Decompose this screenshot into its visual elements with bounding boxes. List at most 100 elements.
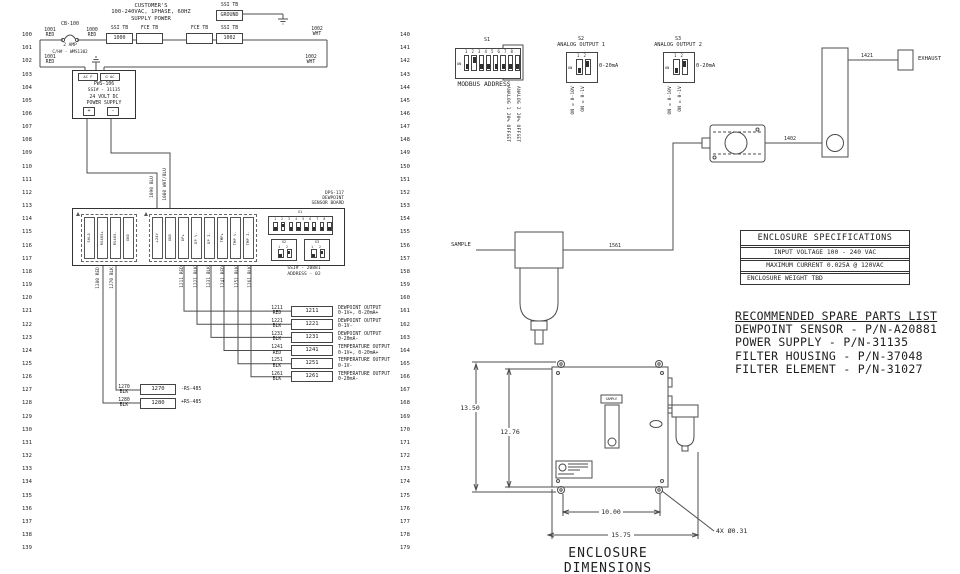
wire-stub-label: 1211 RED bbox=[179, 266, 185, 288]
dip-number: 1 bbox=[577, 53, 580, 58]
dip-switch bbox=[500, 55, 506, 71]
dip-switch bbox=[507, 55, 513, 71]
line-number: 138 bbox=[22, 532, 32, 539]
wire-label-1280-stub: 1280 RED bbox=[95, 267, 100, 289]
dip-number: 5 bbox=[491, 49, 494, 54]
line-number: 130 bbox=[22, 426, 32, 433]
terminal: SHLD bbox=[84, 217, 95, 259]
ps-model: PWS-106 bbox=[93, 82, 115, 87]
rs485-row: 1270 BLK 1270 -RS-485 bbox=[112, 383, 201, 396]
spare-part-item: FILTER HOUSING - P/N-37048 bbox=[735, 348, 923, 363]
mini-s2-label: S2 bbox=[281, 240, 287, 244]
board-title: DPS-117 DEWPOINT SENSOR BOARD bbox=[311, 191, 344, 206]
analog-output-list: 1211 RED 1211 DEWPOINT OUTPUT 0-1V+, 0-2… bbox=[264, 305, 390, 384]
line-number: 115 bbox=[22, 229, 32, 236]
line-number: 136 bbox=[22, 505, 32, 512]
spare-parts-list: RECOMMENDED SPARE PARTS LIST DEWPOINT SE… bbox=[735, 309, 960, 376]
s3-title: ANALOG OUTPUT 2 bbox=[654, 42, 702, 48]
line-number: 118 bbox=[22, 268, 32, 275]
sample-label: SAMPLE bbox=[451, 242, 471, 248]
line-number: 143 bbox=[400, 71, 410, 78]
output-row: 1261 BLK 1261 TEMPERATURE OUTPUT 0-20mA- bbox=[264, 370, 390, 383]
wire-label-1002: 1002 WHT bbox=[311, 27, 323, 38]
line-number: 168 bbox=[400, 400, 410, 407]
spare-parts-title: RECOMMENDED SPARE PARTS LIST bbox=[735, 309, 938, 323]
line-number: 160 bbox=[400, 295, 410, 302]
tube-label-1561: 1561 bbox=[608, 243, 623, 249]
line-number: 139 bbox=[22, 545, 32, 552]
line-number: 163 bbox=[400, 334, 410, 341]
line-number: 121 bbox=[22, 308, 32, 315]
line-number: 141 bbox=[400, 45, 410, 52]
line-number: 133 bbox=[22, 466, 32, 473]
wire-stub-label: 1241 RED bbox=[220, 266, 226, 288]
terminal: TMP I- bbox=[243, 217, 254, 259]
line-number: 126 bbox=[22, 374, 32, 381]
dip-number: 8 bbox=[510, 49, 513, 54]
line-number: 100 bbox=[22, 32, 32, 39]
wire-label-1001: 1001 RED bbox=[44, 28, 56, 39]
line-number: 132 bbox=[22, 453, 32, 460]
s3-note-1: ON = 0-10V bbox=[668, 86, 673, 115]
line-number: 152 bbox=[400, 189, 410, 196]
dim-mounting-holes: 4X Ø0.31 bbox=[716, 527, 748, 535]
line-number: 137 bbox=[22, 518, 32, 525]
s2-note-2: ON = 0-1V bbox=[581, 86, 586, 112]
tube-label-1421: 1421 bbox=[860, 53, 875, 59]
wire-label: 1231 BLK bbox=[271, 332, 283, 343]
dip-switch bbox=[273, 222, 278, 231]
line-number: 172 bbox=[400, 453, 410, 460]
s2-label: S2 bbox=[577, 36, 585, 42]
terminal: TMP V- bbox=[230, 217, 241, 259]
ps-ac-terminal-right: G AC bbox=[100, 73, 120, 81]
mini-dip-s3: S3 1 2 bbox=[304, 239, 330, 261]
dip-switch bbox=[311, 222, 317, 231]
ps-minus-terminal: - bbox=[107, 107, 119, 116]
specs-row: MAXIMUM CURRENT 0.025A @ 120VAC bbox=[741, 260, 909, 272]
tb-value: GROUND bbox=[216, 10, 243, 21]
dip-switch bbox=[576, 59, 583, 75]
line-number: 127 bbox=[22, 387, 32, 394]
line-number: 164 bbox=[400, 347, 410, 354]
line-number: 109 bbox=[22, 150, 32, 157]
mini-dip-s1: 1 2 3 4 5 6 7 8 bbox=[268, 216, 333, 235]
line-number: 159 bbox=[400, 282, 410, 289]
dimension-lines bbox=[472, 361, 715, 539]
wire-label: 1251 BLK bbox=[271, 358, 283, 369]
wire-stub-label: 1251 BLK bbox=[233, 266, 239, 288]
dip-switch bbox=[478, 55, 484, 71]
wire-label-1080: 1080 WHT/BLU bbox=[162, 168, 167, 201]
breaker-rating: 2 AMP bbox=[63, 43, 77, 48]
line-number: 125 bbox=[22, 360, 32, 367]
analog-output-wires bbox=[183, 264, 291, 378]
line-number: 102 bbox=[22, 58, 32, 65]
fce-tb-2: FCE TB bbox=[186, 26, 213, 44]
s3-on-label: ON bbox=[665, 66, 670, 70]
earth-ground-icon bbox=[92, 13, 288, 70]
tb-value bbox=[136, 33, 163, 44]
line-number: 108 bbox=[22, 137, 32, 144]
wire-label: 1221 BLK bbox=[271, 318, 283, 330]
circuit-breaker-arc bbox=[64, 34, 76, 40]
terminal: GND bbox=[165, 217, 176, 259]
enclosure-drawing bbox=[551, 360, 699, 494]
output-description: DEWPOINT OUTPUT 0-1V- bbox=[338, 318, 382, 330]
s3-note-2: ON = 0-1V bbox=[678, 86, 683, 112]
ps-description: 24 VOLT DC POWER SUPPLY bbox=[86, 95, 122, 106]
line-number: 113 bbox=[22, 203, 32, 210]
line-number: 131 bbox=[22, 439, 32, 446]
line-number: 110 bbox=[22, 163, 32, 170]
wire-tag-box: 1251 bbox=[291, 358, 333, 370]
s2-note-1: ON = 0-10V bbox=[571, 86, 576, 115]
output-row: 1221 BLK 1221 DEWPOINT OUTPUT 0-1V- bbox=[264, 318, 390, 331]
ps-plus-terminal: + bbox=[83, 107, 95, 116]
dim-height-inner: 12.76 bbox=[498, 428, 522, 436]
line-number: 153 bbox=[400, 203, 410, 210]
s1-offset1-label: ANALOG 1 20% OFFSET bbox=[505, 86, 510, 143]
output-row: 1251 BLK 1251 TEMPERATURE OUTPUT 0-1V- bbox=[264, 357, 390, 370]
